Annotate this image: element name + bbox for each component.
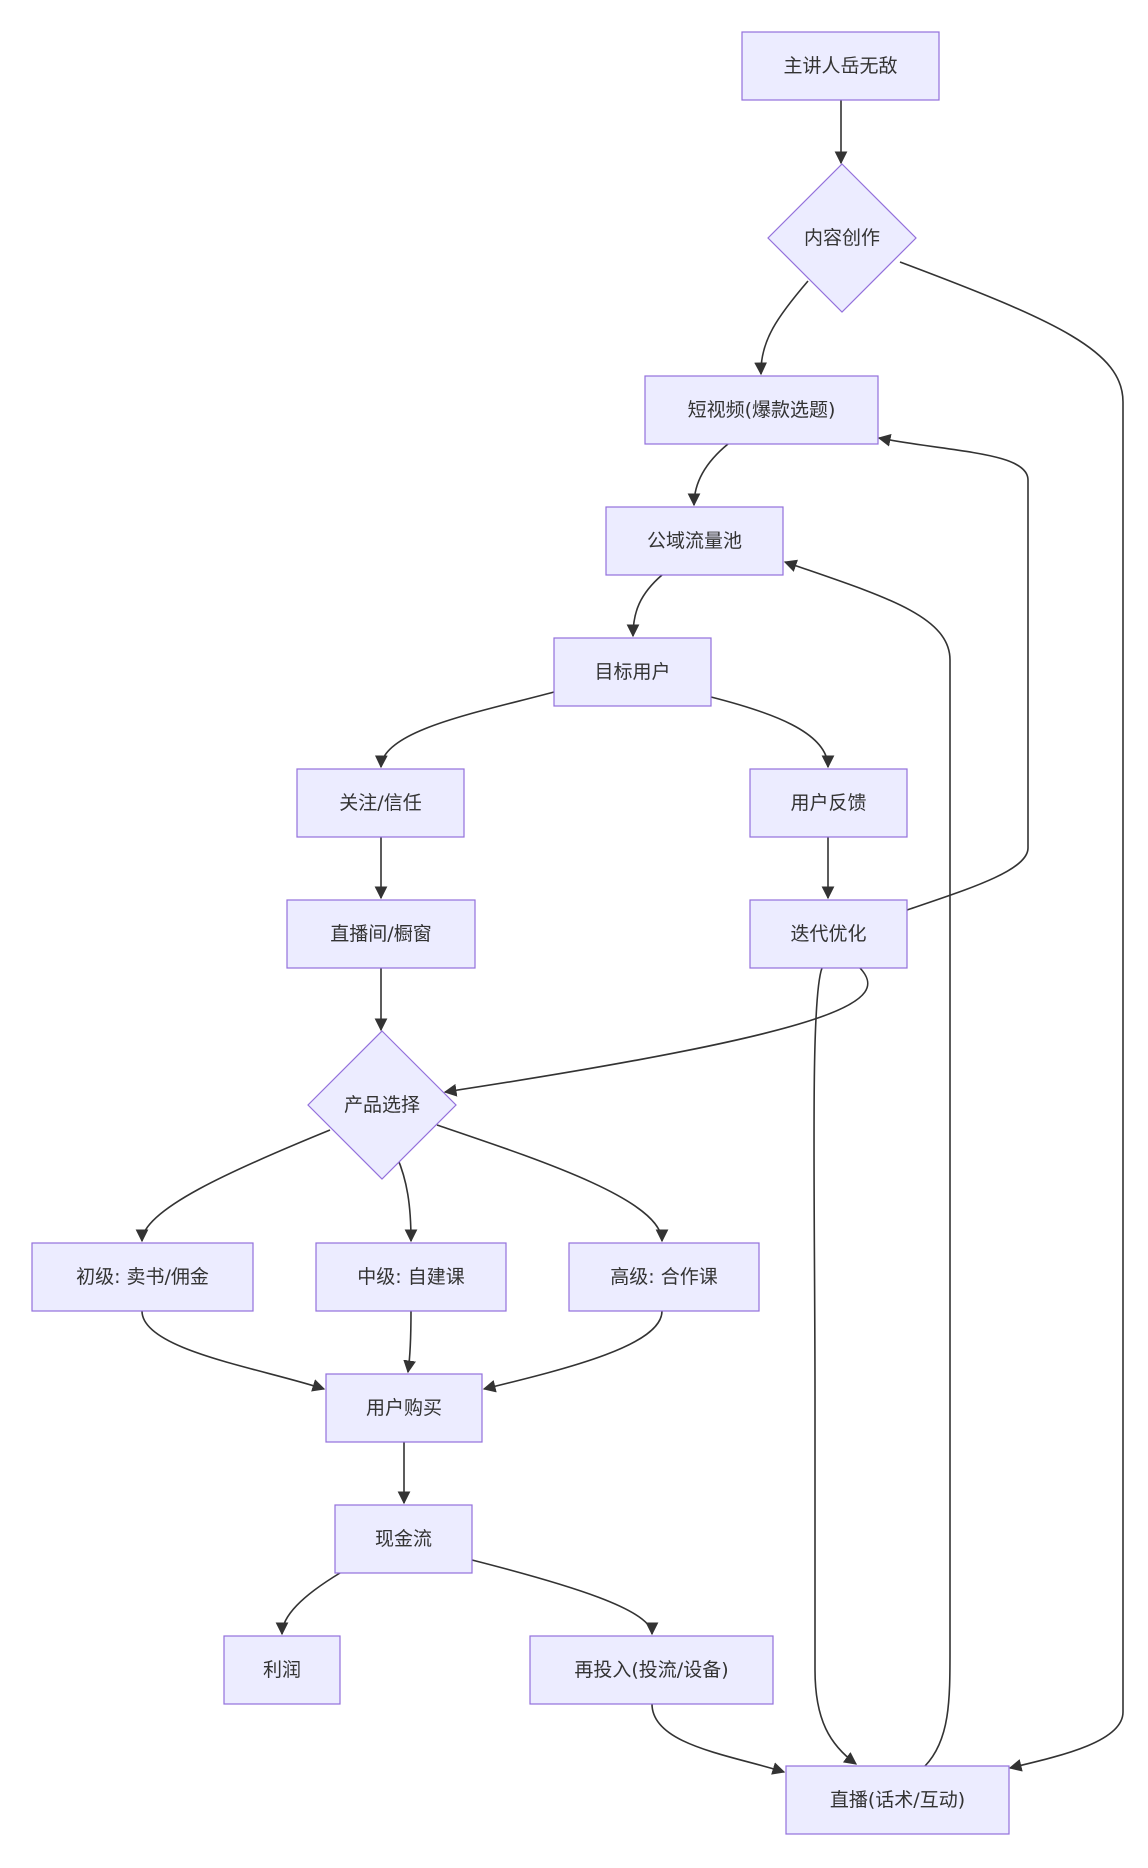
- edge-product_choice-to-basic: [135, 1129, 331, 1243]
- node-label: 迭代优化: [790, 923, 866, 945]
- node-label: 内容创作: [804, 227, 880, 249]
- node-label: 关注/信任: [339, 792, 421, 814]
- node-cashflow[interactable]: 现金流: [334, 1504, 473, 1574]
- edge-iterate-to-livestream: [813, 967, 858, 1765]
- edge-product_choice-to-advanced: [436, 1124, 669, 1243]
- node-product-choice[interactable]: 产品选择: [307, 1030, 457, 1180]
- rect-shape: [334, 1504, 473, 1574]
- node-intermediate[interactable]: 中级: 自建课: [315, 1242, 507, 1312]
- node-user-feedback[interactable]: 用户反馈: [749, 768, 908, 838]
- edge-target_users-to-follow_trust: [374, 691, 555, 769]
- node-live-room[interactable]: 直播间/橱窗: [286, 899, 476, 969]
- node-label: 用户购买: [366, 1397, 442, 1419]
- node-label: 产品选择: [344, 1094, 420, 1116]
- node-label: 利润: [263, 1659, 301, 1681]
- rect-shape: [749, 899, 908, 969]
- node-purchase[interactable]: 用户购买: [325, 1373, 483, 1443]
- edge-intermediate-to-purchase: [403, 1310, 416, 1374]
- node-label: 再投入(投流/设备): [574, 1659, 728, 1681]
- edge-content-to-short_video: [754, 280, 809, 376]
- rect-shape: [605, 506, 784, 576]
- rect-shape: [749, 768, 908, 838]
- rect-shape: [644, 375, 879, 445]
- node-content[interactable]: 内容创作: [767, 163, 917, 313]
- edge-product_choice-to-intermediate: [396, 1156, 418, 1243]
- node-label: 现金流: [375, 1528, 432, 1550]
- rect-shape: [315, 1242, 507, 1312]
- rect-shape: [223, 1635, 341, 1705]
- node-label: 用户反馈: [790, 792, 866, 814]
- edge-reinvest-to-livestream: [651, 1703, 786, 1775]
- diamond-shape: [307, 1030, 457, 1180]
- rect-shape: [296, 768, 465, 838]
- rect-shape: [325, 1373, 483, 1443]
- edge-content-to-livestream: [899, 261, 1124, 1772]
- node-label: 直播间/橱窗: [330, 923, 431, 945]
- rect-shape: [286, 899, 476, 969]
- edge-livestream-to-public_pool: [783, 559, 951, 1767]
- edge-iterate-to-product_choice: [443, 967, 869, 1097]
- node-reinvest[interactable]: 再投入(投流/设备): [529, 1635, 774, 1705]
- edge-iterate-to-short_video: [877, 433, 1029, 911]
- node-label: 短视频(爆款选题): [688, 399, 836, 421]
- edge-short_video-to-public_pool: [687, 443, 729, 507]
- rect-shape: [553, 637, 712, 707]
- node-label: 主讲人岳无敌: [783, 55, 897, 77]
- rect-shape: [741, 31, 940, 101]
- rect-shape: [31, 1242, 254, 1312]
- edge-public_pool-to-target_users: [626, 574, 663, 638]
- node-label: 直播(话术/互动): [830, 1789, 965, 1811]
- node-follow-trust[interactable]: 关注/信任: [296, 768, 465, 838]
- node-basic[interactable]: 初级: 卖书/佣金: [31, 1242, 254, 1312]
- node-livestream[interactable]: 直播(话术/互动): [785, 1765, 1010, 1835]
- node-label: 中级: 自建课: [357, 1266, 464, 1288]
- node-label: 目标用户: [594, 661, 670, 683]
- node-public-pool[interactable]: 公域流量池: [605, 506, 784, 576]
- diamond-shape: [767, 163, 917, 313]
- node-speaker[interactable]: 主讲人岳无敌: [741, 31, 940, 101]
- edges-layer: [135, 100, 1124, 1775]
- edge-cashflow-to-reinvest: [471, 1559, 659, 1636]
- node-label: 初级: 卖书/佣金: [76, 1266, 209, 1288]
- rect-shape: [785, 1765, 1010, 1835]
- node-label: 公域流量池: [647, 530, 742, 552]
- node-label: 高级: 合作课: [610, 1266, 717, 1288]
- node-iterate[interactable]: 迭代优化: [749, 899, 908, 969]
- rect-shape: [529, 1635, 774, 1705]
- edge-cashflow-to-profit: [275, 1572, 341, 1636]
- edge-basic-to-purchase: [141, 1310, 326, 1392]
- node-short-video[interactable]: 短视频(爆款选题): [644, 375, 879, 445]
- node-target-users[interactable]: 目标用户: [553, 637, 712, 707]
- edge-advanced-to-purchase: [482, 1310, 663, 1393]
- edge-target_users-to-user_feedback: [710, 696, 835, 769]
- rect-shape: [568, 1242, 760, 1312]
- node-advanced[interactable]: 高级: 合作课: [568, 1242, 760, 1312]
- node-profit[interactable]: 利润: [223, 1635, 341, 1705]
